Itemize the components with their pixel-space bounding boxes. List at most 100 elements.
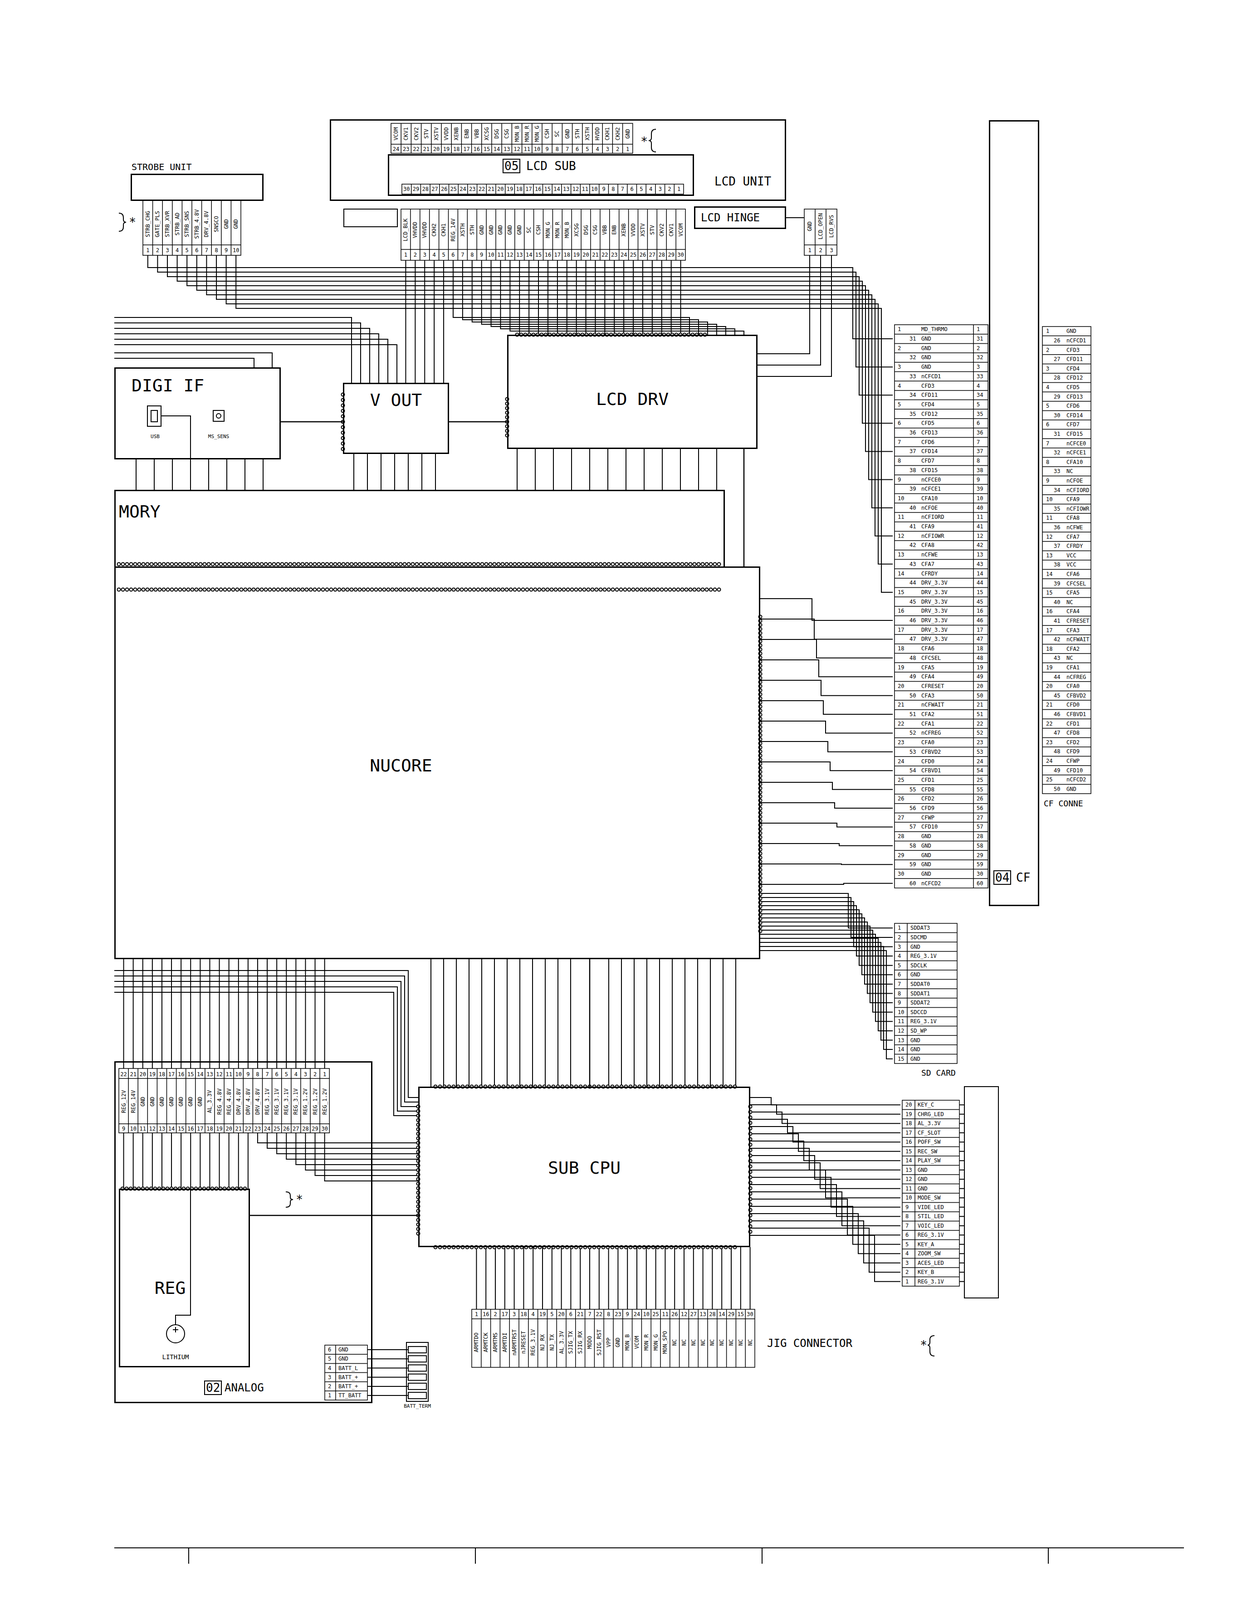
pin-label: 11	[661, 1311, 669, 1318]
pin-label: VHVDD	[412, 221, 418, 239]
pin-label: VBB	[601, 224, 608, 236]
wire	[760, 883, 893, 885]
pin-label: CFD5	[920, 420, 935, 426]
pin-label: CFD3	[1065, 347, 1081, 353]
pin-label: 30	[402, 186, 411, 192]
pin-label: CFA0	[1065, 683, 1081, 690]
pin-label: SDDAT2	[909, 1000, 931, 1006]
pin-label: 5	[639, 186, 644, 192]
pin-label: 47	[909, 636, 917, 642]
pin-label: CKV1	[403, 127, 409, 142]
pin-label: 13	[904, 1167, 913, 1174]
pin-label: 15	[483, 146, 491, 152]
wire	[132, 1133, 134, 1189]
pin-label: 1	[807, 247, 812, 254]
pin-label: 10	[904, 1195, 913, 1201]
wire	[462, 260, 699, 335]
wire	[760, 680, 893, 696]
wire	[190, 459, 191, 490]
pin-label: 2	[615, 146, 620, 152]
pin-label: 1	[403, 252, 408, 258]
pin-label: SDCLK	[909, 963, 928, 969]
wire	[786, 217, 805, 219]
wire	[620, 959, 622, 1087]
wire	[123, 1133, 125, 1189]
pin-label: 6	[327, 1347, 332, 1353]
pin-label: KEY_C	[917, 1102, 935, 1108]
pin-label: 3	[829, 247, 834, 254]
wire	[589, 449, 591, 490]
pin-label: 8	[897, 991, 902, 997]
pin-label: nCFCD2	[920, 880, 942, 887]
pin-label: GND	[223, 218, 230, 230]
pin-label: GND	[909, 1046, 921, 1053]
pin-label: 39	[909, 486, 917, 492]
pin-label: CHRG_LED	[917, 1111, 945, 1118]
wire	[633, 959, 635, 1087]
wire	[547, 260, 549, 335]
wire	[959, 1178, 965, 1180]
pin-label: 59	[976, 861, 984, 868]
wire	[518, 260, 520, 335]
pin-label: 55	[909, 787, 917, 793]
pin-label: 34	[976, 392, 984, 398]
pin-label: 20	[581, 252, 590, 258]
pin-label: 17	[501, 1311, 509, 1318]
pin-label: 41	[1053, 618, 1061, 624]
pin-label: 9	[976, 477, 981, 483]
block-label: 05	[502, 158, 521, 174]
wire	[760, 741, 893, 753]
pin-label: 5	[897, 401, 902, 408]
pin-label: 39	[976, 486, 984, 492]
pin-label: 4	[1045, 384, 1050, 391]
pin-label: 6	[630, 186, 635, 192]
pin-label: 15	[1045, 590, 1053, 596]
wire	[735, 959, 737, 1087]
pin-label: CKV2	[659, 223, 665, 238]
pin-label: CKH1	[604, 127, 611, 142]
pin-label: SC	[526, 226, 532, 234]
pin-label: 15	[534, 252, 543, 258]
pin-label: 23	[254, 1126, 262, 1132]
wire	[664, 1247, 666, 1310]
pin-label: 9	[1045, 478, 1050, 484]
pin-label: SDDAT3	[909, 925, 931, 931]
pin-label: ACES_LED	[917, 1260, 945, 1267]
pin-label: 25	[651, 1311, 660, 1318]
pin-label: 15	[976, 589, 984, 596]
pin-label: 9	[245, 1071, 250, 1078]
wire	[749, 1247, 751, 1310]
block-label: LCD HINGE	[700, 212, 760, 224]
wire	[367, 1377, 409, 1379]
pin-label: 3	[976, 364, 981, 370]
wire	[226, 459, 228, 490]
pin-label: 19	[976, 664, 984, 671]
pin-label: 24	[459, 186, 467, 192]
wire	[607, 449, 609, 490]
pin-label: 8	[904, 1213, 910, 1220]
wire	[135, 459, 137, 490]
wire	[557, 260, 558, 335]
pin-label: GND	[909, 1037, 921, 1044]
pin-label: CKV1	[668, 223, 675, 238]
wire	[750, 1228, 901, 1273]
pin-label: 17	[904, 1130, 913, 1136]
pin-label: 17	[1045, 627, 1053, 634]
pin-label: 13	[158, 1126, 166, 1132]
pin-label: 54	[976, 767, 984, 774]
pin-label: XENB	[620, 223, 627, 238]
pin-label: REG_12V	[121, 1090, 127, 1115]
pin-label: 23	[402, 146, 410, 152]
pin-label: 20	[496, 186, 504, 192]
pin-label: CFD6	[920, 439, 935, 445]
wire	[367, 1358, 409, 1360]
pin-label: STH	[574, 128, 581, 140]
wire	[453, 260, 690, 335]
pin-label: GND	[920, 336, 932, 342]
pin-label: 13	[515, 252, 524, 258]
wire	[760, 721, 893, 734]
pin-label: 41	[976, 523, 984, 530]
pin-label: 15	[186, 1071, 195, 1078]
wire	[760, 934, 893, 1022]
pin-label: CFD14	[920, 448, 939, 455]
